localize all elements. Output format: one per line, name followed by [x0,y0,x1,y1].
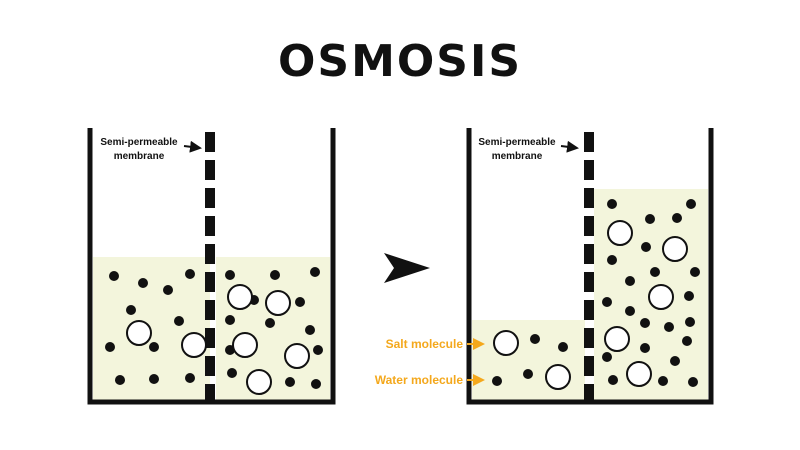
salt-molecule-label: Salt molecule [386,337,464,351]
beaker-wall [466,128,714,405]
membrane-label-line2: membrane [114,151,165,162]
beaker-wall [87,128,336,405]
beaker-before: Semi-permeable membrane [87,128,336,405]
beaker-after: Semi-permeable membrane Salt molecule Wa… [375,128,714,405]
salt-molecules [126,284,310,395]
membrane-label-line1: Semi-permeable [100,137,178,148]
salt-molecules [493,220,688,390]
membrane-pointer-arrow-icon [560,140,579,153]
water-molecules [105,267,323,389]
water-molecule-label: Water molecule [375,373,464,387]
process-arrow-icon [384,253,430,283]
diagram-title: OSMOSIS [277,36,523,87]
membrane-label-line2: membrane [492,151,543,162]
liquid-left-side [472,320,585,400]
membrane-label-line1: Semi-permeable [478,137,556,148]
membrane-pointer-arrow-icon [183,140,202,153]
water-molecules [492,199,700,387]
